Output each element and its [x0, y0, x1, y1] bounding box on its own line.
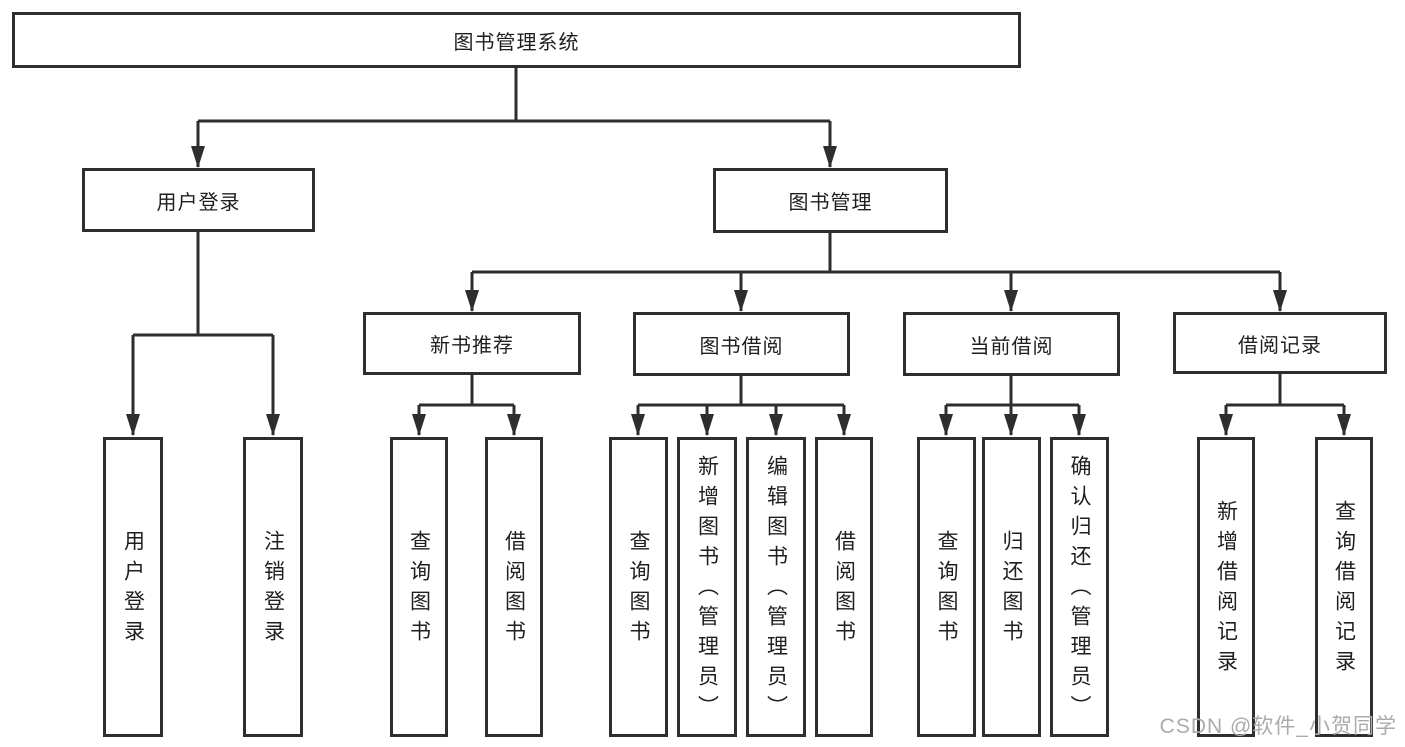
leaf-add-book-admin: 新增图书（管理员） — [677, 437, 737, 737]
leaf-edit-book-admin: 编辑图书（管理员） — [746, 437, 806, 737]
node-user-login: 用户登录 — [82, 168, 315, 232]
node-book-borrowing: 图书借阅 — [633, 312, 850, 376]
connector-mgmt-tee — [472, 230, 1280, 274]
leaf-query-books-recommend: 查询图书 — [390, 437, 448, 737]
node-book-management: 图书管理 — [713, 168, 948, 233]
leaf-add-borrow-record: 新增借阅记录 — [1197, 437, 1255, 737]
connector-login-tee — [133, 230, 273, 337]
csdn-watermark: CSDN @软件_小贺同学 — [1159, 715, 1397, 738]
leaf-confirm-return-admin: 确认归还（管理员） — [1050, 437, 1109, 737]
leaf-query-books-borrowing: 查询图书 — [609, 437, 668, 737]
leaf-logout: 注销登录 — [243, 437, 303, 737]
leaf-return-books: 归还图书 — [982, 437, 1041, 737]
node-library-management-system: 图书管理系统 — [12, 12, 1021, 68]
leaf-user-login: 用户登录 — [103, 437, 163, 737]
leaf-borrow-books: 借阅图书 — [815, 437, 873, 737]
node-new-book-recommendation: 新书推荐 — [363, 312, 581, 375]
node-current-borrowing: 当前借阅 — [903, 312, 1120, 376]
connector-root-tee — [198, 66, 830, 123]
connector-recommend-tee — [419, 374, 514, 407]
connector-records-tee — [1226, 374, 1344, 407]
connector-current-tee — [946, 374, 1079, 407]
leaf-query-borrow-record: 查询借阅记录 — [1315, 437, 1373, 737]
leaf-query-books-current: 查询图书 — [917, 437, 976, 737]
leaf-borrow-books-recommend: 借阅图书 — [485, 437, 543, 737]
connector-borrowing-tee — [638, 374, 844, 407]
node-borrowing-records: 借阅记录 — [1173, 312, 1387, 374]
